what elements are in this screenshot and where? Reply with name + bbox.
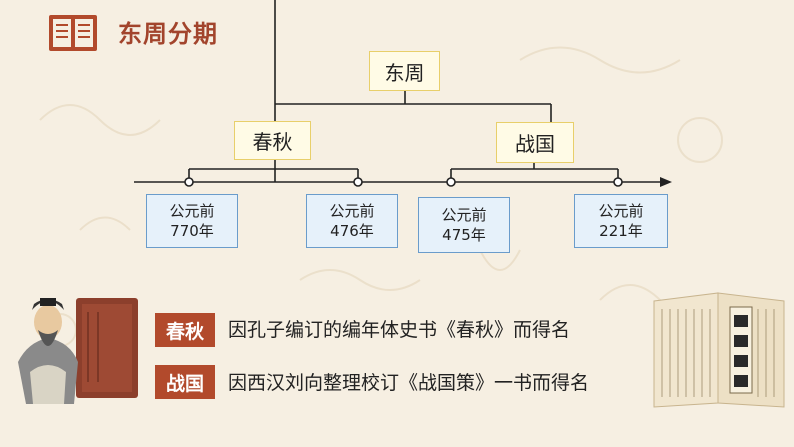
timeline-node-476 [353,177,363,187]
date-box-475: 公元前 475年 [418,197,510,253]
date-box-476: 公元前 476年 [306,194,398,248]
root-label: 东周 [384,60,425,85]
note-text-chunqiu: 因孔子编订的编年体史书《春秋》而得名 [228,319,571,341]
date-year: 475年 [442,226,486,244]
date-box-770: 公元前 770年 [146,194,238,248]
period-box-zhanguo: 战国 [496,122,574,163]
confucius-illustration [18,298,138,404]
page-title: 东周分期 [118,20,218,48]
timeline-node-770 [184,177,194,187]
date-year: 221年 [599,222,643,240]
note-text-zhanguo: 因西汉刘向整理校订《战国策》一书而得名 [228,372,590,394]
note-tag-zhanguo: 战国 [155,365,215,399]
book-icon [49,15,97,51]
date-prefix: 公元前 [598,202,644,220]
root-box: 东周 [369,51,440,91]
period-label-chunqiu: 春秋 [252,130,293,154]
period-label-zhanguo: 战国 [515,132,555,156]
date-prefix: 公元前 [441,206,487,224]
timeline-arrowhead [660,177,672,187]
note-tag-chunqiu: 春秋 [155,313,215,347]
date-year: 770年 [170,222,214,240]
zhanguoce-book-illustration [653,292,785,408]
date-box-221: 公元前 221年 [574,194,668,248]
timeline-node-475 [446,177,456,187]
period-box-chunqiu: 春秋 [234,121,311,160]
date-year: 476年 [330,222,374,240]
timeline-node-221 [613,177,623,187]
date-prefix: 公元前 [329,202,375,220]
date-prefix: 公元前 [169,202,215,220]
